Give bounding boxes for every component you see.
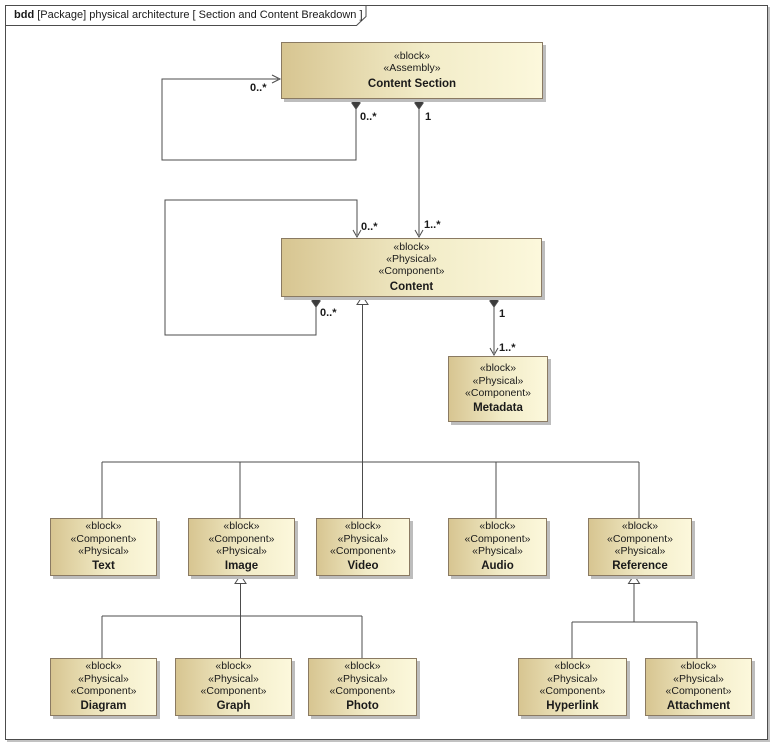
stereotype-label: «block» bbox=[344, 660, 381, 673]
stereotype-label: «block» bbox=[621, 520, 659, 533]
stereotype-label: «block» bbox=[680, 660, 717, 673]
stereotype-label: «Physical» bbox=[614, 544, 666, 557]
composition-diamond-icon bbox=[489, 294, 499, 308]
generalization-content-children[interactable] bbox=[101, 295, 640, 518]
diagram-title: bdd [Package] physical architecture [ Se… bbox=[14, 9, 363, 21]
stereotype-label: «Assembly» bbox=[383, 62, 441, 75]
open-arrow-icon bbox=[489, 347, 499, 357]
stereotype-label: «block» bbox=[479, 520, 516, 533]
multiplicity-label: 1 bbox=[499, 308, 506, 320]
stereotype-label: «Physical» bbox=[472, 544, 523, 557]
multiplicity-label: 0..* bbox=[361, 221, 378, 233]
stereotype-label: «Physical» bbox=[386, 253, 437, 266]
stereotype-label: «Physical» bbox=[216, 544, 267, 557]
composition-content-metadata[interactable] bbox=[489, 294, 499, 357]
generalization-reference-children[interactable] bbox=[571, 574, 698, 658]
block-graph[interactable]: «block» «Physical» «Component» Graph bbox=[175, 658, 292, 716]
diagram-frame bbox=[5, 5, 768, 740]
stereotype-label: «Physical» bbox=[673, 672, 724, 685]
block-diagram[interactable]: «block» «Physical» «Component» Diagram bbox=[50, 658, 157, 716]
multiplicity-label: 1..* bbox=[424, 219, 441, 231]
composition-content-section-content[interactable] bbox=[414, 96, 424, 239]
stereotype-label: «Component» bbox=[70, 532, 137, 545]
block-name: Attachment bbox=[666, 700, 731, 713]
stereotype-label: «block» bbox=[393, 240, 430, 253]
block-name: Graph bbox=[216, 700, 251, 713]
block-audio[interactable]: «block» «Component» «Physical» Audio bbox=[448, 518, 547, 576]
stereotype-label: «Physical» bbox=[472, 374, 524, 387]
stereotype-label: «Physical» bbox=[337, 532, 389, 545]
generalization-image-children[interactable] bbox=[101, 574, 363, 658]
open-arrow-icon bbox=[414, 229, 424, 239]
stereotype-label: «Component» bbox=[607, 532, 673, 545]
block-metadata[interactable]: «block» «Physical» «Component» Metadata bbox=[448, 356, 548, 422]
stereotype-label: «block» bbox=[85, 520, 122, 533]
block-name: Metadata bbox=[473, 402, 523, 415]
block-name: Photo bbox=[346, 700, 379, 713]
block-text[interactable]: «block» «Component» «Physical» Text bbox=[50, 518, 157, 576]
block-name: Audio bbox=[481, 560, 514, 573]
stereotype-label: «block» bbox=[393, 49, 431, 62]
block-name: Content bbox=[389, 280, 434, 293]
diagram-kind-label: bdd bbox=[14, 9, 35, 21]
block-content-section[interactable]: «block» «Assembly» Content Section bbox=[281, 42, 543, 99]
block-image[interactable]: «block» «Component» «Physical» Image bbox=[188, 518, 295, 576]
block-name: Hyperlink bbox=[546, 700, 599, 713]
stereotype-label: «Component» bbox=[378, 265, 445, 278]
stereotype-label: «block» bbox=[479, 362, 517, 375]
generalization-triangle-icon bbox=[356, 295, 369, 305]
composition-diamond-icon bbox=[351, 96, 361, 110]
stereotype-label: «block» bbox=[554, 660, 591, 673]
block-attachment[interactable]: «block» «Physical» «Component» Attachmen… bbox=[645, 658, 752, 716]
frame-title-tab bbox=[5, 5, 367, 26]
block-reference[interactable]: «block» «Component» «Physical» Reference bbox=[588, 518, 692, 576]
association-content-self[interactable] bbox=[164, 199, 362, 336]
diagram-title-text: [Package] physical architecture [ Sectio… bbox=[37, 9, 363, 21]
block-video[interactable]: «block» «Physical» «Component» Video bbox=[316, 518, 410, 576]
stereotype-label: «block» bbox=[223, 520, 260, 533]
block-hyperlink[interactable]: «block» «Physical» «Component» Hyperlink bbox=[518, 658, 627, 716]
stereotype-label: «Component» bbox=[329, 684, 396, 697]
stereotype-label: «Physical» bbox=[208, 672, 259, 685]
stereotype-label: «Physical» bbox=[78, 672, 129, 685]
stereotype-label: «Physical» bbox=[547, 672, 598, 685]
multiplicity-label: 1..* bbox=[499, 342, 516, 354]
stereotype-label: «Physical» bbox=[78, 544, 129, 557]
stereotype-label: «Physical» bbox=[337, 672, 388, 685]
stereotype-label: «block» bbox=[85, 660, 122, 673]
stereotype-label: «Component» bbox=[465, 386, 531, 399]
stereotype-label: «Component» bbox=[539, 684, 606, 697]
stereotype-label: «block» bbox=[215, 660, 252, 673]
stereotype-label: «Component» bbox=[330, 544, 396, 557]
stereotype-label: «Component» bbox=[464, 532, 531, 545]
multiplicity-label: 0..* bbox=[360, 111, 377, 123]
block-name: Text bbox=[92, 560, 115, 573]
block-name: Content Section bbox=[367, 77, 457, 90]
stereotype-label: «Component» bbox=[200, 684, 267, 697]
composition-diamond-icon bbox=[414, 96, 424, 110]
multiplicity-label: 0..* bbox=[320, 307, 337, 319]
composition-diamond-icon bbox=[311, 294, 321, 308]
block-name: Reference bbox=[612, 560, 668, 573]
block-name: Video bbox=[347, 560, 379, 573]
generalization-triangle-icon bbox=[234, 574, 247, 584]
block-name: Image bbox=[224, 560, 259, 573]
stereotype-label: «block» bbox=[344, 520, 382, 533]
open-arrow-icon bbox=[352, 229, 362, 239]
block-photo[interactable]: «block» «Physical» «Component» Photo bbox=[308, 658, 417, 716]
multiplicity-label: 1 bbox=[425, 111, 432, 123]
generalization-triangle-icon bbox=[627, 574, 641, 584]
multiplicity-label: 0..* bbox=[250, 82, 267, 94]
stereotype-label: «Component» bbox=[665, 684, 732, 697]
stereotype-label: «Component» bbox=[70, 684, 137, 697]
block-name: Diagram bbox=[80, 700, 127, 713]
association-content-section-self[interactable] bbox=[161, 74, 361, 161]
block-content[interactable]: «block» «Physical» «Component» Content bbox=[281, 238, 542, 297]
open-arrow-icon bbox=[271, 74, 282, 84]
stereotype-label: «Component» bbox=[208, 532, 275, 545]
